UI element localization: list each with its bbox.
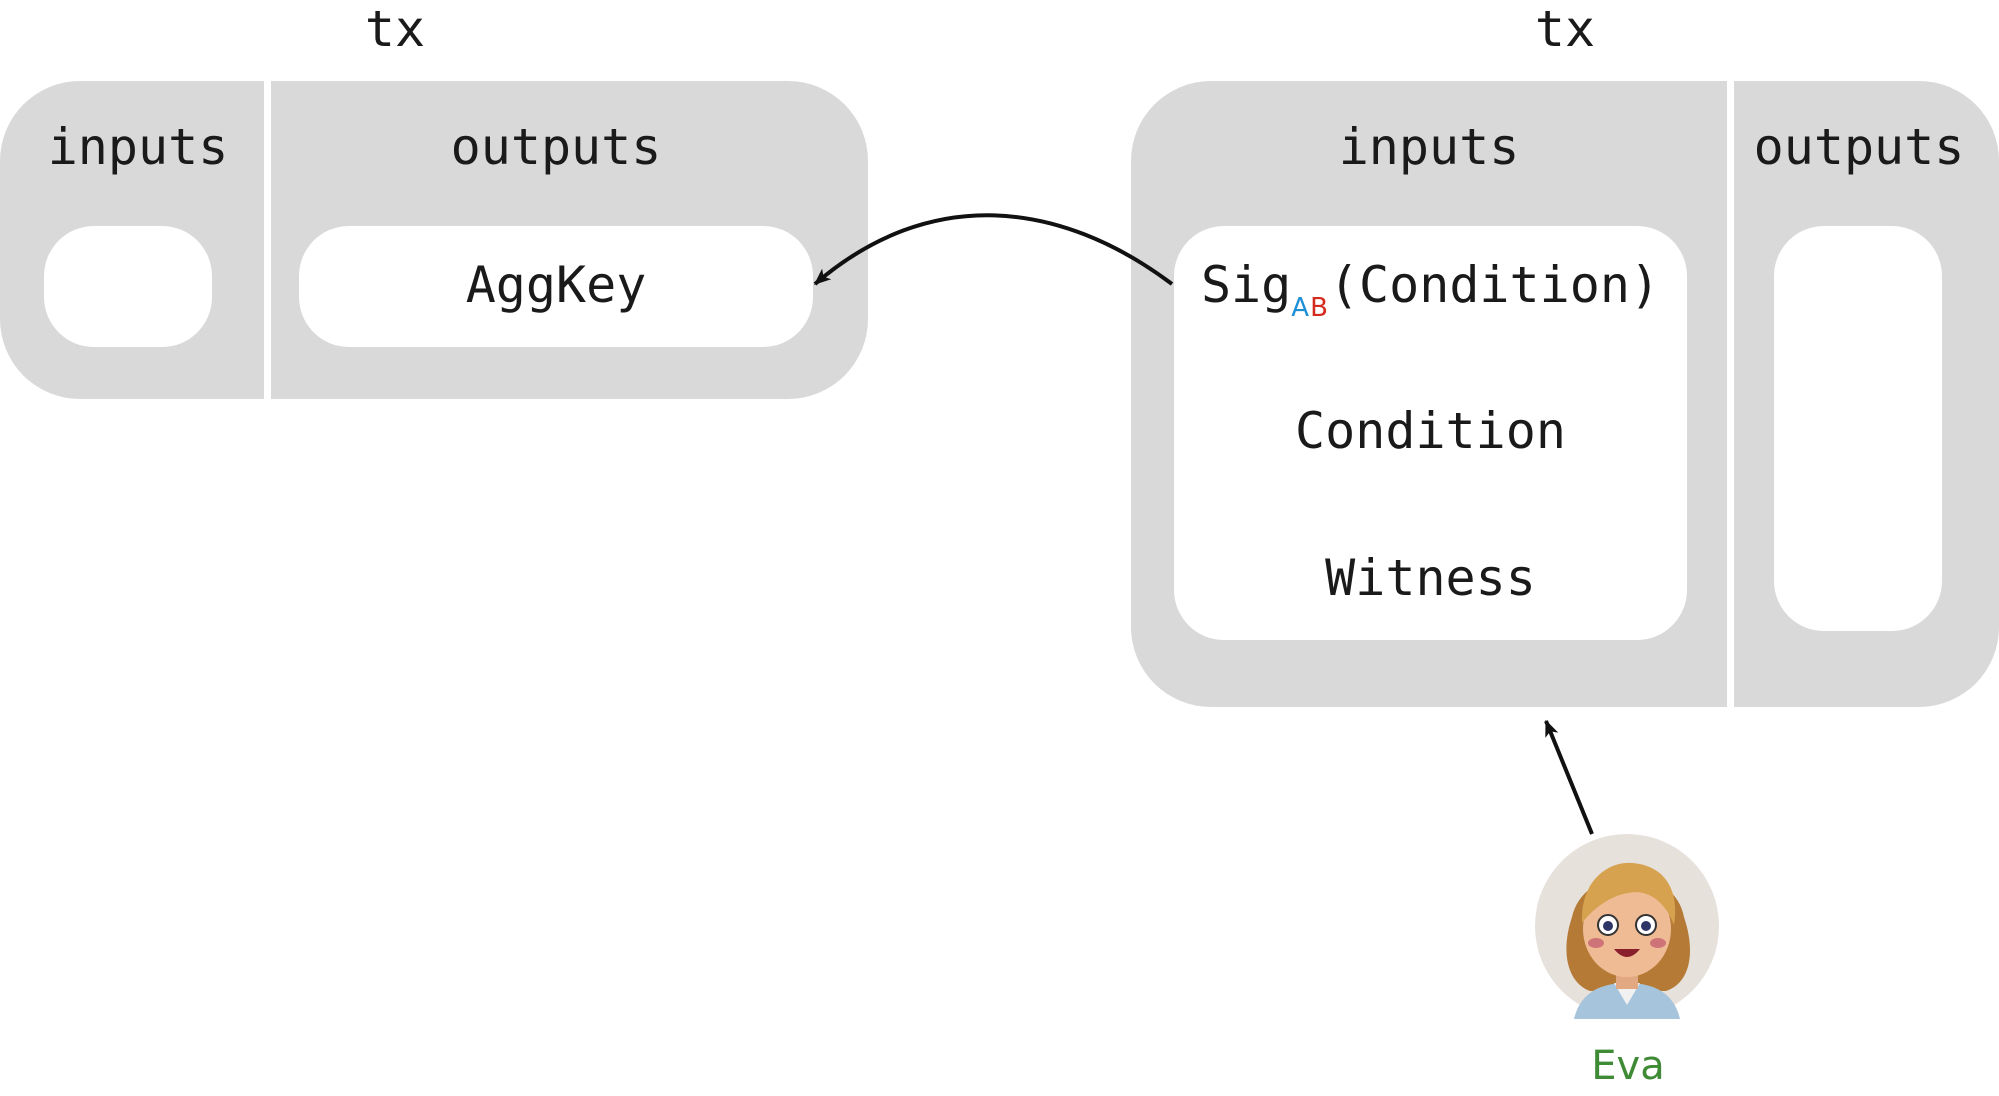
- eva-name-label: Eva: [1591, 1043, 1665, 1089]
- aggkey-output: AggKey: [465, 256, 647, 314]
- left-tx-outputs-header: outputs: [450, 118, 662, 176]
- condition-line: Condition: [1295, 402, 1566, 460]
- sig-subscript: AB: [1291, 293, 1329, 323]
- eva-arrow: [1544, 719, 1594, 835]
- left-tx-output-slot: [299, 226, 813, 347]
- sig-argument: (Condition): [1328, 256, 1661, 314]
- witness-line: Witness: [1325, 549, 1536, 607]
- spend-arrow: [813, 213, 1174, 286]
- right-tx-inputs-header: inputs: [1338, 118, 1520, 176]
- signature-line: SigAB(Condition): [1174, 260, 1687, 321]
- woman-avatar-icon: [1534, 833, 1720, 1019]
- right-tx-output-slot: [1774, 226, 1942, 631]
- right-tx-outputs-header: outputs: [1753, 118, 1965, 176]
- left-tx-inputs-header: inputs: [47, 118, 229, 176]
- right-tx-title: tx: [1534, 0, 1596, 58]
- right-tx-input-slot: [1174, 226, 1687, 640]
- left-tx-title: tx: [364, 0, 426, 58]
- sig-text: Sig: [1200, 256, 1292, 314]
- sig-subscript-b: B: [1310, 293, 1329, 323]
- left-tx-input-slot: [44, 226, 212, 347]
- sig-subscript-a: A: [1291, 293, 1311, 323]
